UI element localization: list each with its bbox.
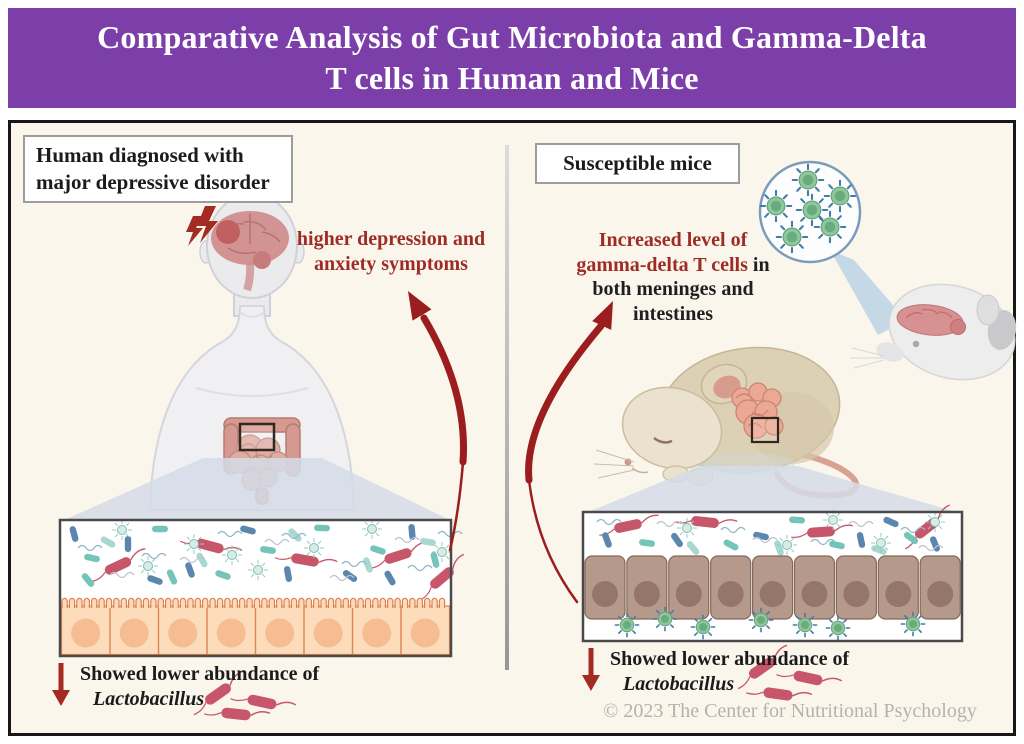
left-finding-text: higher depression and anxiety symptoms bbox=[296, 228, 486, 275]
right-finding-rest: in both meninges and intestines bbox=[592, 253, 770, 325]
page-title-line1: Comparative Analysis of Gut Microbiota a… bbox=[97, 19, 927, 55]
left-abundance-text: Showed lower abundance of Lactobacillus bbox=[80, 662, 319, 712]
left-panel-label-text: Human diagnosed with major depressive di… bbox=[36, 143, 270, 194]
abundance-species: Lactobacillus bbox=[93, 688, 205, 710]
content-box bbox=[8, 120, 1016, 736]
abundance-species: Lactobacillus bbox=[623, 673, 735, 695]
right-finding-highlight: Increased level of gamma-delta T cells bbox=[576, 229, 748, 276]
abundance-prefix: Showed lower abundance of bbox=[80, 663, 320, 685]
right-abundance-text: Showed lower abundance of Lactobacillus bbox=[610, 647, 849, 697]
right-panel-label: Susceptible mice bbox=[535, 143, 740, 184]
title-banner: Comparative Analysis of Gut Microbiota a… bbox=[8, 8, 1016, 108]
abundance-prefix: Showed lower abundance of bbox=[610, 648, 850, 670]
left-panel-label: Human diagnosed with major depressive di… bbox=[23, 135, 293, 203]
right-panel-label-text: Susceptible mice bbox=[563, 151, 712, 175]
panel-divider bbox=[505, 145, 509, 670]
copyright-text: © 2023 The Center for Nutritional Psycho… bbox=[603, 700, 977, 722]
right-finding-text: Increased level of gamma-delta T cells i… bbox=[568, 228, 778, 326]
page-title-line2: T cells in Human and Mice bbox=[325, 60, 699, 96]
